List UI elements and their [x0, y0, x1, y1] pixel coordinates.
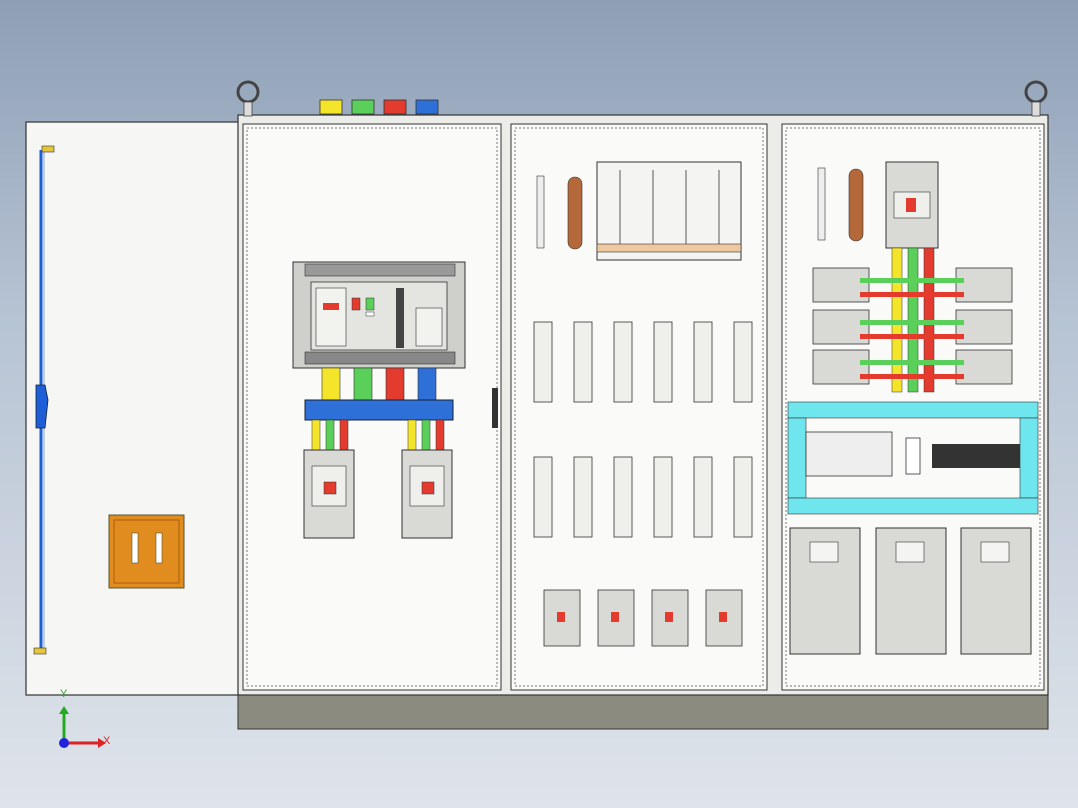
y-axis-label: Y: [60, 688, 68, 700]
plc: [805, 431, 893, 477]
small-breakers: [543, 589, 743, 647]
branch-breakers-right: [955, 267, 1013, 385]
lifting-eye-left: [236, 80, 260, 117]
branch-breakers-left: [812, 267, 870, 385]
copper-bar: [567, 176, 583, 250]
vfd-2: [875, 527, 947, 655]
air-circuit-breaker: [292, 261, 466, 369]
din-rail-area: [787, 401, 1039, 515]
left-door: [25, 121, 241, 696]
terminal-block: [932, 444, 1020, 468]
mccb-left: [303, 449, 355, 539]
vfd-3: [960, 527, 1032, 655]
main-mccb: [885, 161, 939, 249]
mccb-right: [401, 449, 453, 539]
lifting-eye-right: [1024, 80, 1048, 117]
busbar-support: [304, 399, 454, 421]
door-handle: [108, 514, 185, 589]
vfd-1: [789, 527, 861, 655]
phase-markers-top: [319, 99, 439, 115]
earth-bar: [536, 175, 545, 249]
fuse-row-1: [533, 321, 753, 403]
incomer-section: [242, 123, 502, 691]
fuse-section: [510, 123, 768, 691]
duct-box: [596, 161, 742, 261]
drive-section: [781, 123, 1045, 691]
axis-triad: X Y: [59, 688, 111, 748]
fuse-row-2: [533, 456, 753, 538]
x-axis-label: X: [103, 735, 111, 747]
cabinet-plinth: [237, 692, 1049, 730]
